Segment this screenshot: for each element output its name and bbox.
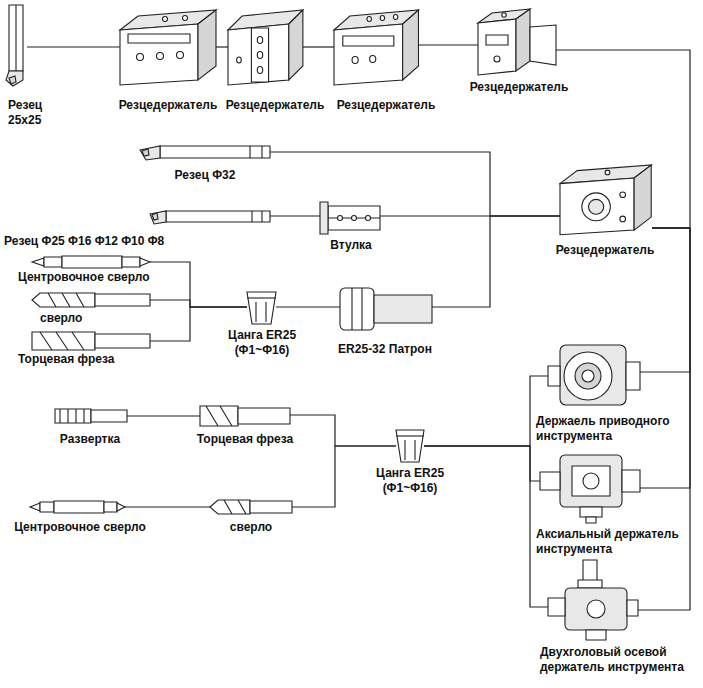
connector-line xyxy=(216,46,228,47)
tool-node: Резец Φ32 xyxy=(140,146,270,160)
end-mill-drawing xyxy=(32,332,150,350)
tool-label: ER25-32 Патрон xyxy=(330,342,440,357)
tool-node: Держаель приводного инструмента xyxy=(548,345,640,405)
boring-bar-drawing xyxy=(140,146,270,160)
tool-node: сверло xyxy=(210,500,292,514)
tool-label: Резец Φ25 Φ16 Φ12 Φ10 Φ8 xyxy=(4,234,219,249)
tool-node: Центровочное сверло xyxy=(30,501,125,513)
tool-node: сверло xyxy=(32,293,150,307)
tool-node: Резцедержатель xyxy=(478,5,556,75)
chuck-drawing xyxy=(340,288,432,330)
tool-node: Резцедержатель xyxy=(120,10,216,85)
tool-label: Цанга ER25 (Φ1~Φ16) xyxy=(368,466,452,496)
collet-drawing xyxy=(396,430,424,462)
tool-label: Развертка xyxy=(40,432,140,447)
tool-node: Резцедержатель xyxy=(228,10,303,85)
axial-tool-holder-drawing xyxy=(540,455,640,523)
tool-node: Центровочное сверло xyxy=(32,256,150,268)
connector-line xyxy=(290,415,396,446)
connector-line xyxy=(303,46,334,47)
tool-label: Держаель приводного инструмента xyxy=(536,414,681,444)
connector-line xyxy=(640,228,690,488)
tool-label: Резцедержатель xyxy=(552,243,658,258)
tool-node: Аксиальный держатель инструмента xyxy=(540,455,640,523)
tool-label: Торцевая фреза xyxy=(18,352,158,367)
tool-label: сверло xyxy=(206,520,296,535)
connector-line xyxy=(270,152,560,216)
boring-bar-drawing xyxy=(150,211,270,224)
connector-line xyxy=(125,506,210,507)
connector-line xyxy=(150,262,247,307)
connector-line xyxy=(270,215,320,216)
driven-tool-holder-drawing xyxy=(548,345,640,405)
tool-node: Торцевая фреза xyxy=(32,332,150,350)
sleeve-drawing xyxy=(320,202,380,234)
tool-label: Цанга ER25 (Φ1~Φ16) xyxy=(220,328,304,358)
tool-holder-drawing xyxy=(478,9,556,75)
tool-holder-drawing xyxy=(560,165,651,235)
connector-line xyxy=(419,44,478,45)
tool-node: Двухголовый осевой держатель инструмента xyxy=(548,560,638,640)
connector-line xyxy=(127,415,200,416)
center-drill-drawing xyxy=(30,501,125,513)
tool-node: ER25-32 Патрон xyxy=(340,288,432,330)
reamer-drawing xyxy=(55,409,127,423)
tool-node: Торцевая фреза xyxy=(200,406,290,426)
connector-line xyxy=(27,46,120,47)
tool-label: Аксиальный держатель инструмента xyxy=(536,527,681,557)
connector-line xyxy=(276,306,340,307)
tool-label: Резцедержатель xyxy=(335,98,437,113)
tool-node: Цанга ER25 (Φ1~Φ16) xyxy=(247,292,276,324)
tool-label: Центровочное сверло xyxy=(10,520,150,535)
tool-node: Втулка xyxy=(320,202,380,234)
tool-label: Центровочное сверло xyxy=(18,270,183,285)
tool-label: Втулка xyxy=(315,238,387,253)
tool-label: Резцедержатель xyxy=(224,98,326,113)
tool-label: сверло xyxy=(40,311,120,326)
drill-drawing xyxy=(210,500,292,514)
tool-label: Резцедержатель xyxy=(468,80,570,95)
tool-label: Резец Φ32 xyxy=(150,168,260,183)
tool-node: Развертка xyxy=(55,409,127,423)
tool-label: Торцевая фреза xyxy=(195,432,295,447)
tool-node: Резец Φ25 Φ16 Φ12 Φ10 Φ8 xyxy=(150,211,270,224)
tool-holder-drawing xyxy=(334,10,418,85)
connector-line xyxy=(432,216,560,307)
turning-cutter-drawing xyxy=(6,5,23,86)
tool-label: Двухголовый осевой держатель инструмента xyxy=(540,645,685,675)
end-mill-drawing xyxy=(200,406,290,426)
connector-line xyxy=(424,376,548,446)
connector-line xyxy=(556,50,690,228)
center-drill-drawing xyxy=(32,256,150,268)
double-head-holder-drawing xyxy=(548,560,638,640)
tool-label: Резец 25x25 xyxy=(8,98,58,128)
tool-node: Резцедержатель xyxy=(560,165,652,235)
tool-node: Цанга ER25 (Φ1~Φ16) xyxy=(396,430,424,462)
tool-holder-drawing xyxy=(228,10,303,85)
drill-drawing xyxy=(32,293,150,307)
connector-line xyxy=(150,300,247,307)
tool-node: Резец 25x25 xyxy=(5,5,27,86)
tool-label: Резцедержатель xyxy=(117,98,219,113)
tool-node: Резцедержатель xyxy=(334,10,419,85)
tool-holder-drawing xyxy=(120,10,216,85)
collet-drawing xyxy=(247,292,276,324)
